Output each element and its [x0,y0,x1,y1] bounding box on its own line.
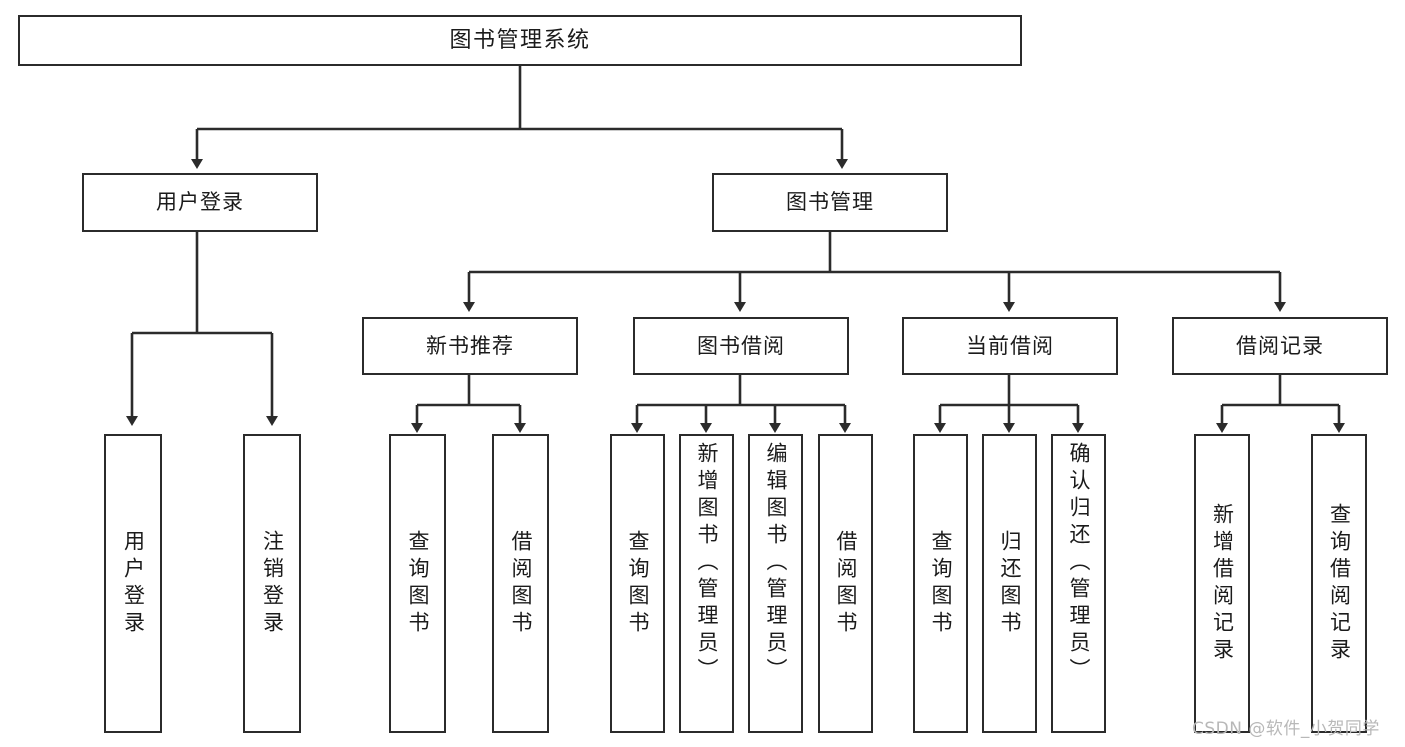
node-label: 查询图书 [626,529,650,638]
leaf-borrow-book[interactable]: 借阅图书 [818,434,873,733]
node-label: 归还图书 [998,529,1022,638]
leaf-query-book-current[interactable]: 查询图书 [913,434,968,733]
node-label: 用户登录 [121,529,146,638]
csdn-watermark: CSDN @软件_小贺同学 [1192,719,1380,739]
node-label: 图书借阅 [697,333,785,358]
node-label: 新增图书（管理员） [695,442,719,685]
node-label: 注销登录 [260,529,285,638]
leaf-query-book-borrow[interactable]: 查询图书 [610,434,665,733]
leaf-user-login[interactable]: 用户登录 [104,434,162,733]
node-label: 当前借阅 [966,333,1054,358]
node-current-borrow[interactable]: 当前借阅 [902,317,1118,375]
node-label: 新增借阅记录 [1210,502,1235,665]
leaf-borrow-book-recommend[interactable]: 借阅图书 [492,434,549,733]
leaf-edit-book-admin[interactable]: 编辑图书（管理员） [748,434,803,733]
node-book-management[interactable]: 图书管理 [712,173,948,232]
node-label: 查询图书 [929,529,953,638]
leaf-query-book-recommend[interactable]: 查询图书 [389,434,446,733]
node-borrow-records[interactable]: 借阅记录 [1172,317,1388,375]
leaf-return-book[interactable]: 归还图书 [982,434,1037,733]
leaf-logout[interactable]: 注销登录 [243,434,301,733]
leaf-add-borrow-record[interactable]: 新增借阅记录 [1194,434,1250,733]
node-new-book-recommend[interactable]: 新书推荐 [362,317,578,375]
node-user-login[interactable]: 用户登录 [82,173,318,232]
node-label: 确认归还（管理员） [1067,442,1091,685]
node-label: 查询借阅记录 [1327,502,1352,665]
leaf-add-book-admin[interactable]: 新增图书（管理员） [679,434,734,733]
node-book-borrow[interactable]: 图书借阅 [633,317,849,375]
node-label: 用户登录 [156,190,244,215]
node-label: 编辑图书（管理员） [764,442,788,685]
node-label: 图书管理 [786,190,874,215]
node-root-system[interactable]: 图书管理系统 [18,15,1022,66]
node-label: 新书推荐 [426,333,514,358]
node-label: 借阅图书 [509,529,533,638]
node-label: 查询图书 [406,529,430,638]
leaf-confirm-return-admin[interactable]: 确认归还（管理员） [1051,434,1106,733]
leaf-query-borrow-record[interactable]: 查询借阅记录 [1311,434,1367,733]
node-label: 借阅记录 [1236,333,1324,358]
node-label: 图书管理系统 [449,27,591,53]
node-label: 借阅图书 [834,529,858,638]
